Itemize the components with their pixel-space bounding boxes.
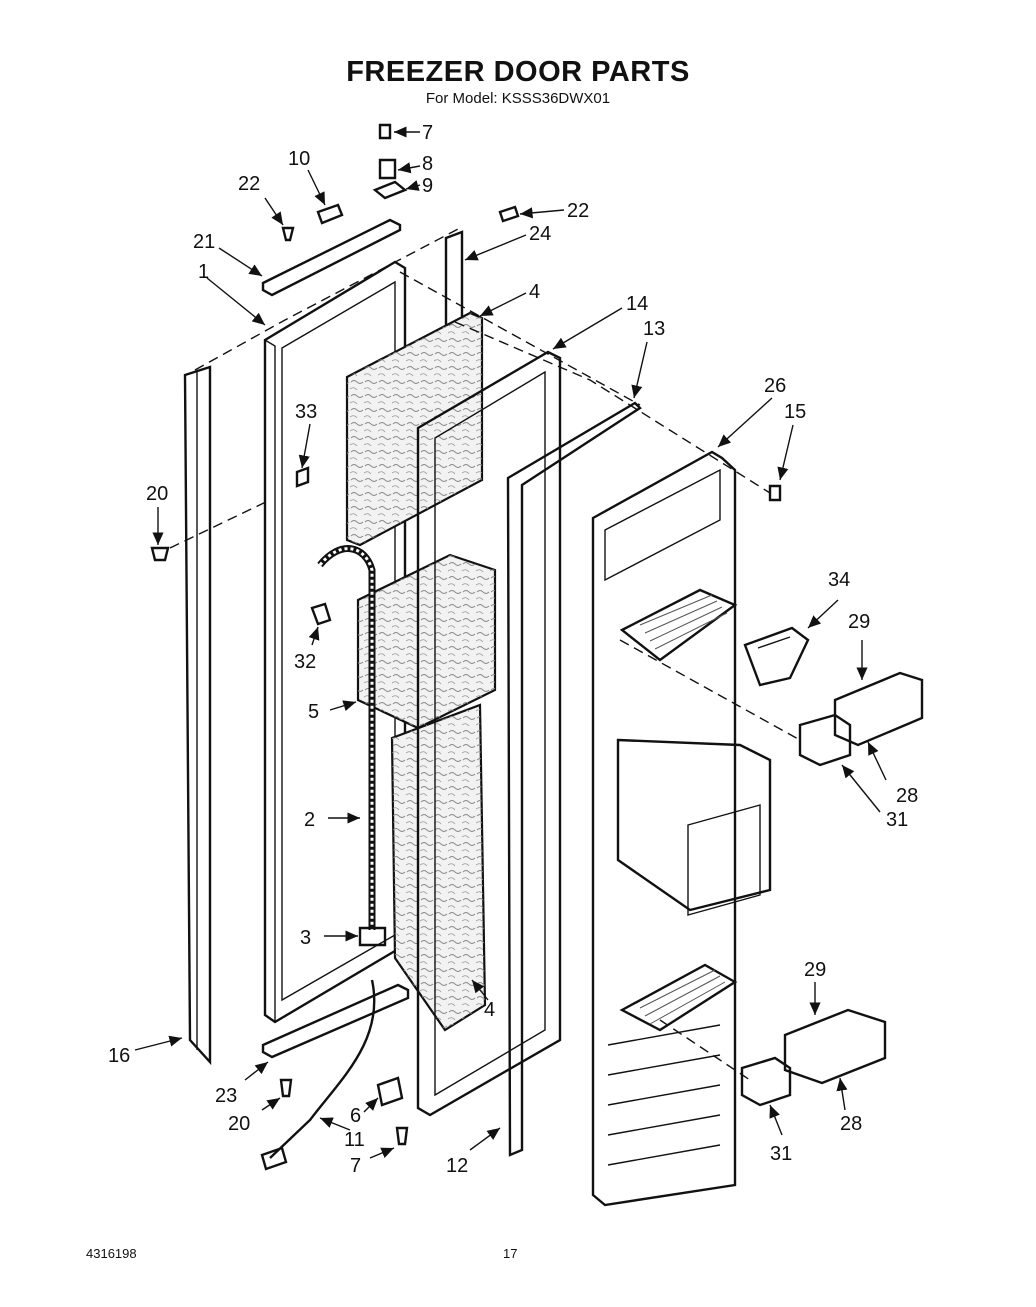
callout-22-left: 22 xyxy=(238,173,260,195)
callout-4-upper: 4 xyxy=(529,281,540,303)
part-4-foam-lower xyxy=(390,703,487,1032)
part-23-bottom-bracket xyxy=(261,983,410,1059)
callout-24: 24 xyxy=(529,223,551,245)
callout-15: 15 xyxy=(784,401,806,423)
callout-28-upper: 28 xyxy=(896,785,918,807)
part-32-connector xyxy=(310,602,332,626)
part-3-fitting xyxy=(358,926,387,947)
part-15-screw xyxy=(768,484,782,502)
model-subtitle: For Model: KSSS36DWX01 xyxy=(425,90,611,107)
part-21-top-bracket xyxy=(261,218,402,297)
part-20-screw xyxy=(150,546,293,1098)
callout-34: 34 xyxy=(828,569,850,591)
page-number: 17 xyxy=(503,1246,518,1261)
callout-16: 16 xyxy=(108,1045,130,1067)
callout-2: 2 xyxy=(304,809,315,831)
callout-labels: 7 8 9 10 22 21 1 22 24 4 14 13 26 15 33 … xyxy=(108,122,918,1177)
part-29-upper-rail xyxy=(833,671,924,747)
callout-26: 26 xyxy=(764,375,786,397)
part-12-door-strip xyxy=(506,401,642,1157)
part-5-foam-middle xyxy=(356,553,497,730)
part-8-hinge-pin xyxy=(378,158,397,180)
part-9-hinge-plate xyxy=(372,180,408,200)
part-7-top-screw xyxy=(378,123,392,140)
callout-10: 10 xyxy=(288,148,310,170)
part-34-chute xyxy=(743,626,810,687)
alignment-lines xyxy=(169,227,801,1081)
callout-29-lower: 29 xyxy=(804,959,826,981)
callout-13: 13 xyxy=(643,318,665,340)
callout-21: 21 xyxy=(193,231,215,253)
callout-14: 14 xyxy=(626,293,648,315)
part-10-label xyxy=(316,203,344,225)
callout-11: 11 xyxy=(344,1129,365,1151)
part-26-dispenser-panel xyxy=(591,450,772,1207)
callout-leaders xyxy=(134,126,887,1159)
callout-23: 23 xyxy=(215,1085,237,1107)
callout-20-bottom: 20 xyxy=(228,1113,250,1135)
part-29-lower-rail xyxy=(783,1008,887,1085)
callout-31-lower: 31 xyxy=(770,1143,792,1165)
callout-29-upper: 29 xyxy=(848,611,870,633)
part-7-bottom-screw xyxy=(395,1126,409,1146)
callout-20-left: 20 xyxy=(146,483,168,505)
part-2-water-tube xyxy=(269,545,376,1159)
callout-31-upper: 31 xyxy=(886,809,908,831)
callout-8: 8 xyxy=(422,153,433,175)
part-31-lower-cap xyxy=(740,1056,792,1107)
callout-22-right: 22 xyxy=(567,200,589,222)
callout-1: 1 xyxy=(198,261,209,283)
part-14-gasket xyxy=(416,350,562,1117)
callout-28-lower: 28 xyxy=(840,1113,862,1135)
part-4-foam-upper xyxy=(345,311,484,547)
callout-5: 5 xyxy=(308,701,319,723)
callout-12: 12 xyxy=(446,1155,468,1177)
callout-3: 3 xyxy=(300,927,311,949)
document-number: 4316198 xyxy=(86,1246,137,1261)
part-6-bracket xyxy=(376,1076,404,1107)
callout-33: 33 xyxy=(295,401,317,423)
part-22-screw xyxy=(281,205,520,242)
callout-7-top: 7 xyxy=(422,122,433,144)
callout-9: 9 xyxy=(422,175,433,197)
callout-6: 6 xyxy=(350,1105,361,1127)
callout-7-bottom: 7 xyxy=(350,1155,361,1177)
part-16-side-trim xyxy=(183,365,212,1066)
part-31-upper-cap xyxy=(798,713,852,767)
part-11-wire-plug xyxy=(260,1146,288,1171)
page-title: FREEZER DOOR PARTS xyxy=(346,56,690,88)
callout-32: 32 xyxy=(294,651,316,673)
part-33-clip xyxy=(295,466,310,488)
callout-4-lower: 4 xyxy=(484,999,495,1021)
